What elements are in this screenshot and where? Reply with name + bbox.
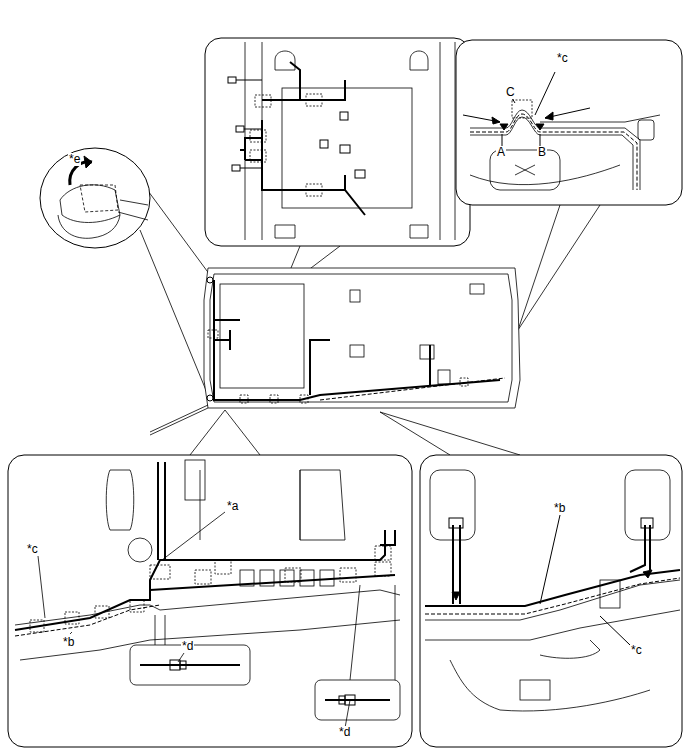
callout-label: *e [68, 153, 81, 166]
callout-label: *b [62, 636, 75, 649]
callout-label: *c [556, 52, 569, 65]
callout-label: A [496, 146, 506, 159]
callout-label: *d [338, 726, 351, 739]
callout-label: *b [553, 502, 566, 515]
callout-label: B [537, 146, 547, 159]
callout-label: *c [26, 543, 39, 556]
callout-label: *d [181, 640, 194, 653]
callout-label: *a [226, 500, 239, 513]
callout-label: *c [630, 644, 643, 657]
callout-label: C [505, 86, 516, 99]
